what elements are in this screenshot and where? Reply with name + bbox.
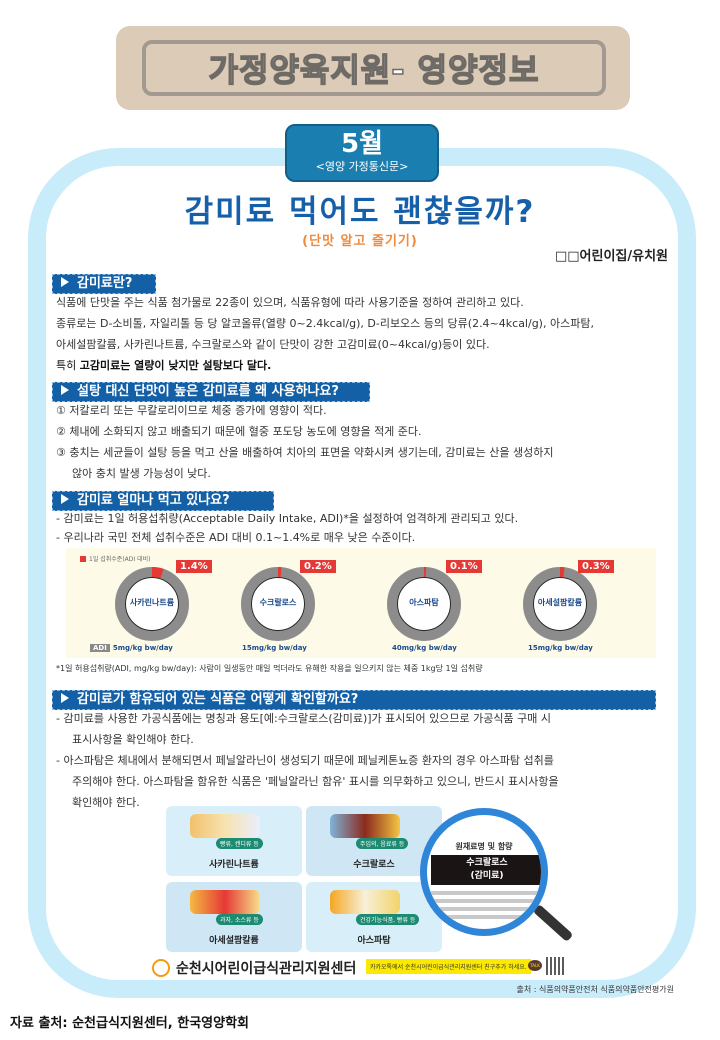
ingredient-use: (감미료) [470,871,504,881]
legend-label: 1일 섭취수준(ADI 대비) [89,556,151,563]
food-card-acesulfame: 과자, 소스류 등 아세설팜칼륨 [166,882,302,952]
ingredient-heading: 원재료명 및 함량 [455,842,513,851]
body-line: 식품에 단맛을 주는 식품 첨가물로 22종이 있으며, 식품유형에 따라 사용… [56,296,524,309]
food-tag: 건강기능식품, 빵류 등 [356,914,420,925]
magnifier-label-illustration: 원재료명 및 함량 수크랄로스 (감미료) [420,808,548,936]
food-card-aspartame: 건강기능식품, 빵류 등 아스파탐 [306,882,442,952]
chart-legend: 1일 섭취수준(ADI 대비) [80,554,150,563]
food-illustration-icon [190,814,260,838]
play-triangle-icon [61,277,69,287]
legend-swatch-icon [80,556,86,562]
page-title: 감미료 먹어도 괜찮을까? [184,194,536,230]
page-subtitle: (단맛 알고 즐기기) [302,234,418,249]
percent-tag: 0.3% [578,560,614,573]
section-heading-how-much: 감미료 얼마나 먹고 있나요? [52,491,274,511]
section-heading-text: 설탕 대신 단맛이 높은 감미료를 왜 사용하나요? [77,384,339,399]
food-illustration-icon [330,890,400,914]
smiley-logo-icon [152,959,170,977]
donut-label: 아세설팜칼륨 [537,597,583,607]
donut-label: 수크랄로스 [259,597,297,607]
ingredient-label: 수크랄로스 (감미료) [431,855,541,885]
section-body-3: - 감미료는 1일 허용섭취량(Acceptable Daily Intake,… [56,509,676,547]
qr-code-icon[interactable] [546,957,564,975]
section-body-2: ① 저칼로리 또는 무칼로리이므로 체중 증가에 영향이 적다. ② 체내에 소… [56,400,676,484]
adi-value: 40mg/kg bw/day [392,644,457,652]
donut-chart-icon [387,566,461,641]
food-name: 아스파탐 [357,936,391,946]
label-line [431,899,541,903]
food-card-sucralose: 주임의, 음료류 등 수크랄로스 [306,806,442,876]
food-name: 수크랄로스 [353,860,395,870]
donut-label: 아스파탐 [409,597,439,607]
body-line: 않아 충치 발생 가능성이 낮다. [72,467,211,480]
body-line: 아세설팜칼륨, 사카린나트륨, 수크랄로스와 같이 단맛이 강한 고감미료(0~… [56,338,490,351]
section-heading-why-use: 설탕 대신 단맛이 높은 감미료를 왜 사용하나요? [52,382,370,402]
body-line: ① 저칼로리 또는 무칼로리이므로 체중 증가에 영향이 적다. [56,404,327,417]
body-line: 확인해야 한다. [72,796,140,809]
section-heading-text: 감미료란? [77,276,133,291]
donut-chart-icon [523,566,597,641]
banner-frame: 가정양육지원- 영양정보 [142,40,606,96]
emphasis-line: 특히 고감미료는 열량이 낮지만 설탕보다 달다. [56,355,676,376]
bottom-source-credit: 자료 출처: 순천급식지원센터, 한국영양학회 [10,1016,249,1031]
adi-value: 15mg/kg bw/day [528,644,593,652]
food-illustration-icon [190,890,260,914]
organization-name: □□어린이집/유치원 [554,249,668,264]
adi-value: 15mg/kg bw/day [242,644,307,652]
percent-tag: 1.4% [176,560,212,573]
adi-text: 5mg/kg bw/day [112,644,173,652]
play-triangle-icon [61,494,69,504]
food-name: 아세설팜칼륨 [209,936,259,946]
body-line: - 아스파탐은 체내에서 분해되면서 페닐알라닌이 생성되기 때문에 페닐케톤뇨… [56,754,554,767]
top-banner: 가정양육지원- 영양정보 [116,26,630,110]
section-heading-what-is-sweetener: 감미료란? [52,274,156,294]
center-branding: 순천시어린이급식관리지원센터 [152,958,356,978]
section-body-4: - 감미료를 사용한 가공식품에는 명칭과 용도[예:수크랄로스(감미료)]가 … [56,708,676,813]
emphasis-prefix: 특히 [56,359,80,372]
play-triangle-icon [61,693,69,703]
percent-tag: 0.2% [300,560,336,573]
source-credit: 출처 : 식품의약품안전처 식품의약품안전평가원 [516,985,674,994]
label-line [431,915,541,919]
body-line: ③ 충치는 세균들이 설탕 등을 먹고 산을 배출하여 치아의 표면을 약화시켜… [56,446,554,459]
body-line: ② 체내에 소화되지 않고 배출되기 때문에 혈중 포도당 농도에 영향을 적게… [56,425,422,438]
body-line: - 우리나라 국민 전체 섭취수준은 ADI 대비 0.1~1.4%로 매우 낮… [56,531,416,544]
food-tag: 주임의, 음료류 등 [356,838,409,849]
body-line: 주의해야 한다. 아스파탐을 함유한 식품은 '페닐알라닌 함유' 표시를 의무… [72,775,559,788]
kakao-talk-icon: TALK [528,960,542,971]
adi-footnote: *1일 허용섭취량(ADI, mg/kg bw/day): 사람이 일생동안 매… [56,664,483,673]
play-triangle-icon [61,385,69,395]
label-line [431,907,541,911]
food-name: 사카린나트륨 [209,860,259,870]
section-body-1: 식품에 단맛을 주는 식품 첨가물로 22종이 있으며, 식품유형에 따라 사용… [56,292,676,376]
section-heading-text: 감미료가 함유되어 있는 식품은 어떻게 확인할까요? [77,692,359,707]
body-line: 종류로는 D-소비톨, 자일리톨 등 당 알코올류(열량 0~2.4kcal/g… [56,317,594,330]
food-tag: 과자, 소스류 등 [216,914,263,925]
donut-label: 사카린나트륨 [129,597,175,607]
food-card-saccharin: 빵류, 캔디류 등 사카린나트륨 [166,806,302,876]
food-examples-grid: 빵류, 캔디류 등 사카린나트륨 주임의, 음료류 등 수크랄로스 과자, 소스… [166,806,444,954]
kakao-banner[interactable]: 카카오톡에서 순천시어린이급식관리지원센터 친구추가 하세요. [366,959,531,974]
donut-chart-icon [115,566,189,641]
body-line: - 감미료를 사용한 가공식품에는 명칭과 용도[예:수크랄로스(감미료)]가 … [56,712,551,725]
ingredient-name: 수크랄로스 [466,858,508,868]
center-name: 순천시어린이급식관리지원센터 [176,961,357,977]
body-line: - 감미료는 1일 허용섭취량(Acceptable Daily Intake,… [56,512,519,525]
donut-chart-icon [241,566,315,641]
newsletter-type: <영양 가정통신문> [315,160,409,173]
body-line: 표시사항을 확인해야 한다. [72,733,194,746]
banner-title: 가정양육지원- 영양정보 [208,50,540,90]
emphasis-text: 고감미료는 열량이 낮지만 설탕보다 달다. [79,359,272,372]
food-tag: 빵류, 캔디류 등 [216,838,263,849]
month-label: 5월 [340,129,383,159]
month-badge: 5월 <영양 가정통신문> [285,124,439,182]
section-heading-text: 감미료 얼마나 먹고 있나요? [77,493,230,508]
label-line [431,891,541,895]
section-heading-how-to-check: 감미료가 함유되어 있는 식품은 어떻게 확인할까요? [52,690,656,710]
food-illustration-icon [330,814,400,838]
adi-tag: ADI [90,644,110,652]
percent-tag: 0.1% [446,560,482,573]
